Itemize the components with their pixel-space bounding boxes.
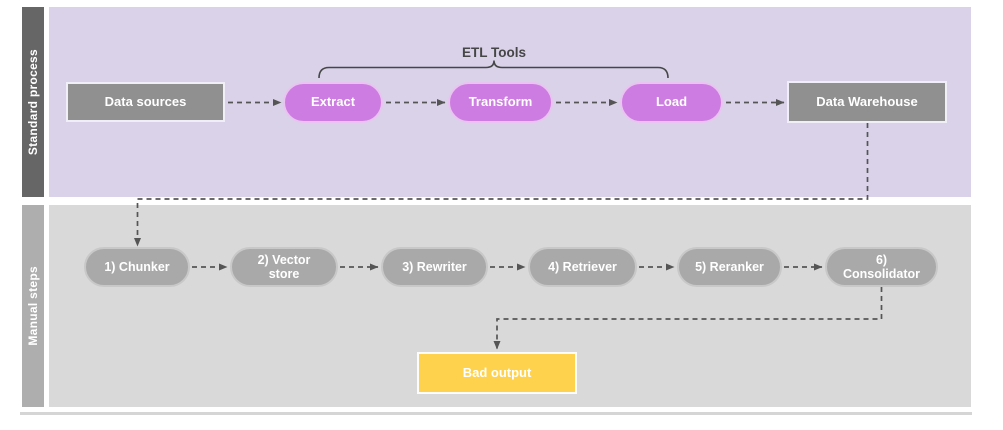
node-vector-store-label: 2) Vector store [257, 252, 311, 281]
bottom-divider-line [20, 412, 972, 415]
node-data-warehouse-label: Data Warehouse [816, 93, 918, 109]
node-data-sources: Data sources [66, 82, 225, 122]
node-load: Load [620, 82, 723, 123]
node-retriever-label: 4) Retriever [548, 259, 617, 274]
node-transform-label: Transform [468, 94, 533, 110]
node-chunker-label: 1) Chunker [104, 259, 170, 274]
node-consolidator: 6) Consolidator [825, 247, 938, 287]
node-extract: Extract [283, 82, 383, 123]
node-transform: Transform [448, 82, 553, 123]
etl-tools-group-label: ETL Tools [462, 45, 526, 60]
node-reranker-label: 5) Reranker [695, 259, 764, 274]
node-rewriter-label: 3) Rewriter [402, 259, 467, 274]
node-data-sources-label: Data sources [104, 93, 187, 109]
node-bad-output: Bad output [417, 352, 577, 394]
node-reranker: 5) Reranker [677, 247, 782, 287]
node-vector-store: 2) Vector store [230, 247, 338, 287]
node-bad-output-label: Bad output [462, 364, 532, 380]
node-retriever: 4) Retriever [528, 247, 637, 287]
node-extract-label: Extract [310, 94, 356, 110]
lane-manual-steps-label: Manual steps [26, 266, 40, 346]
lane-standard-process-label: Standard process [26, 48, 40, 156]
node-data-warehouse: Data Warehouse [787, 81, 947, 123]
node-rewriter: 3) Rewriter [381, 247, 488, 287]
node-load-label: Load [655, 94, 688, 110]
lane-manual-steps-bar: Manual steps [22, 205, 44, 407]
node-chunker: 1) Chunker [84, 247, 190, 287]
node-consolidator-label: 6) Consolidator [842, 252, 921, 281]
lane-standard-process-bar: Standard process [22, 7, 44, 197]
